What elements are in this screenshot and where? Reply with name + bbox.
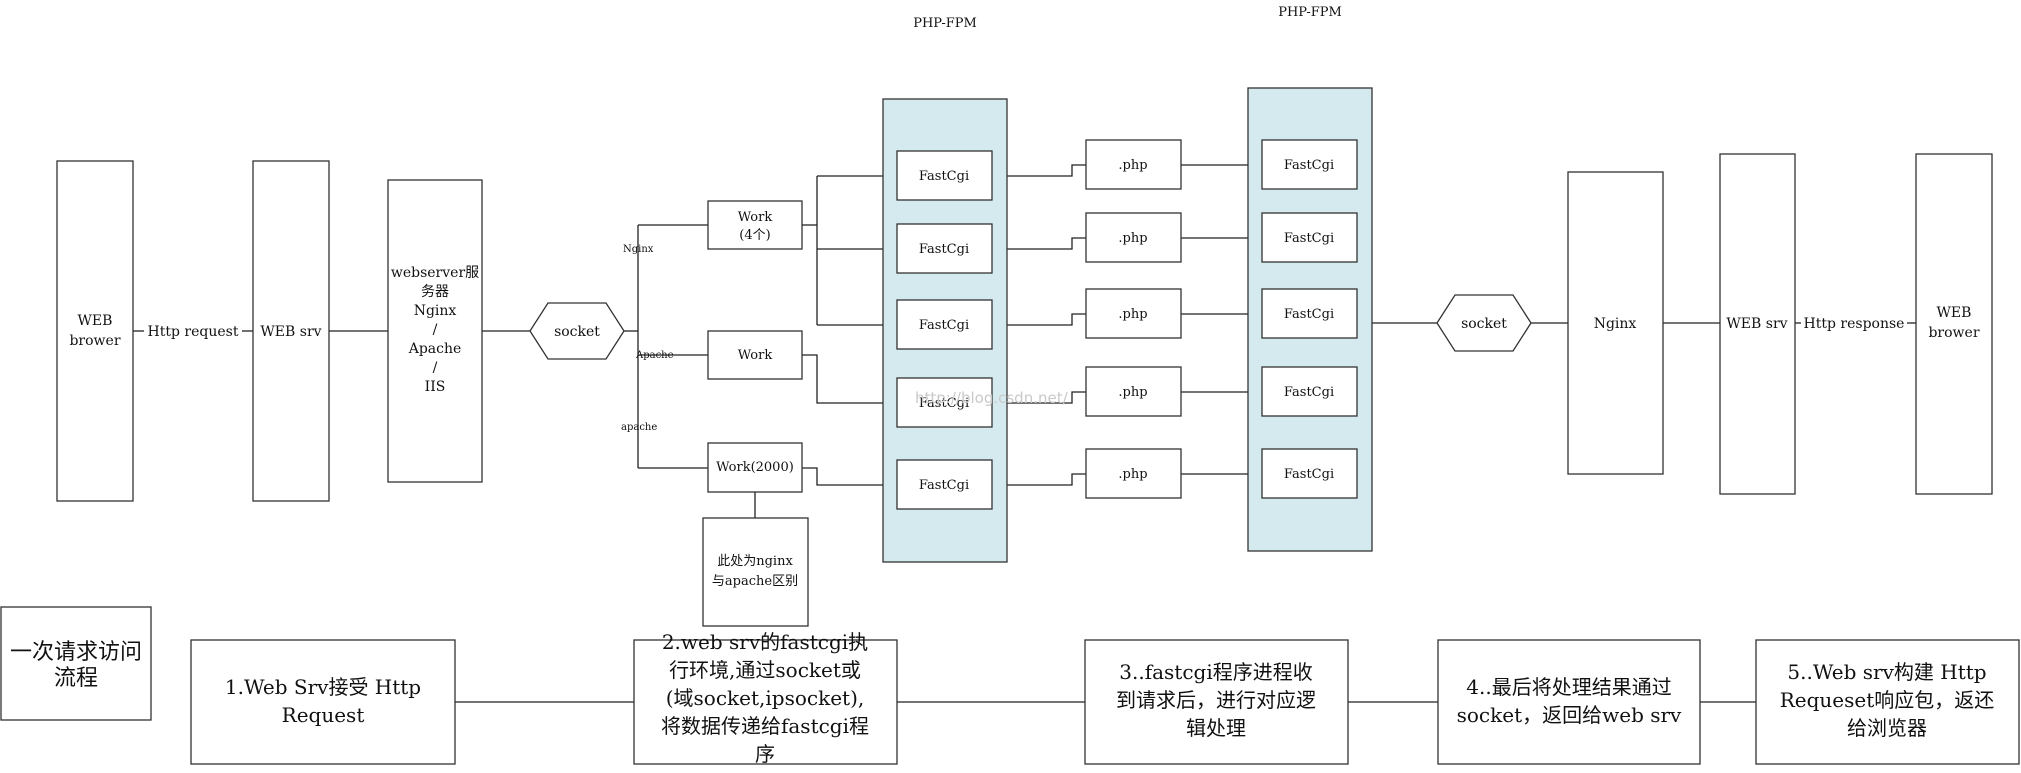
work-nginx-line2: (4个) [739, 228, 770, 243]
branch-label-apache: Apache [635, 350, 674, 361]
http-request-label: Http request [148, 324, 239, 340]
webserver-line1: webserver服 [391, 265, 479, 281]
web-srv-left [252, 160, 330, 502]
web-srv-left-label: WEB srv [260, 324, 321, 340]
nginx-right-box [1567, 171, 1664, 475]
flow-step-4-line2: socket，返回给web srv [1457, 703, 1682, 727]
php-fpm-title-right: PHP-FPM [1278, 5, 1342, 20]
fastcgi-left-3 [896, 299, 993, 350]
fastcgi-right-4-label: FastCgi [1284, 385, 1334, 400]
webserver-line4: / [433, 322, 438, 338]
flow-step-2-line4: 将数据传递给fastcgi程 [661, 714, 869, 738]
web-srv-right-label: WEB srv [1726, 316, 1787, 332]
flow-step-3-line1: 3..fastcgi程序进程收 [1119, 660, 1312, 684]
flow-title-line1: 一次请求访问 [10, 640, 142, 665]
php-box-5 [1085, 448, 1182, 499]
fastcgi-right-1 [1261, 139, 1358, 190]
flow-step-3-line2: 到请求后，进行对应逻 [1116, 688, 1316, 712]
flow-step-1-line2: Request [282, 703, 365, 727]
flow-step-2-line5: 序 [755, 742, 775, 766]
fastcgi-right-3 [1261, 288, 1358, 339]
flow-step-2 [633, 639, 898, 765]
work-nginx-line1: Work [738, 210, 773, 225]
flow-step-2-line2: 行环境,通过socket或 [669, 658, 861, 682]
web-browser-right-line2: brower [1928, 325, 1979, 341]
webserver-line6: / [433, 360, 438, 376]
web-browser-left [56, 160, 134, 502]
fastcgi-left-2 [896, 223, 993, 274]
flow-step-3 [1084, 639, 1349, 765]
fastcgi-left-3-label: FastCgi [919, 318, 969, 333]
php-box-2-label: .php [1118, 231, 1147, 246]
fastcgi-left-4-label: FastCgi [919, 396, 969, 411]
webserver-line7: IIS [425, 379, 446, 395]
socket-hexagon-left [529, 302, 625, 360]
fastcgi-left-1 [896, 150, 993, 201]
php-fpm-title-left: PHP-FPM [913, 16, 977, 31]
fastcgi-right-5 [1261, 448, 1358, 499]
fastcgi-right-3-label: FastCgi [1284, 307, 1334, 322]
flow-step-5-line1: 5..Web srv构建 Http [1787, 660, 1986, 684]
flow-step-4-line1: 4..最后将处理结果通过 [1466, 675, 1671, 699]
webserver-box [387, 179, 483, 483]
work-2000-box [707, 442, 803, 493]
webserver-line5: Apache [408, 341, 462, 357]
work-2000-label: Work(2000) [716, 460, 794, 475]
socket-hexagon-right [1436, 294, 1532, 352]
flow-title-box [0, 606, 152, 721]
fastcgi-right-4 [1261, 366, 1358, 417]
php-box-5-label: .php [1118, 467, 1147, 482]
web-browser-left-line1: WEB [78, 313, 113, 329]
flow-step-5-line3: 给浏览器 [1847, 716, 1927, 740]
socket-left-label: socket [554, 324, 600, 340]
fastcgi-left-4 [896, 377, 993, 428]
work-apache-box [707, 330, 803, 380]
php-box-1 [1085, 139, 1182, 190]
fastcgi-left-1-label: FastCgi [919, 169, 969, 184]
fastcgi-right-2-label: FastCgi [1284, 231, 1334, 246]
fastcgi-right-2 [1261, 212, 1358, 263]
flow-step-1 [190, 639, 456, 765]
http-response-label: Http response [1804, 316, 1905, 332]
web-srv-right [1719, 153, 1796, 495]
web-browser-left-line2: brower [69, 333, 120, 349]
branch-label-nginx: Nginx [623, 244, 654, 255]
flow-step-3-line3: 辑处理 [1186, 716, 1246, 740]
branch-label-apache-lower: apache [621, 422, 657, 433]
flow-title-line2: 流程 [54, 666, 98, 691]
note-box [702, 517, 809, 627]
fastcgi-right-1-label: FastCgi [1284, 158, 1334, 173]
flow-step-1-line1: 1.Web Srv接受 Http [225, 675, 421, 699]
note-line1: 此处为nginx [717, 554, 793, 569]
fastcgi-left-2-label: FastCgi [919, 242, 969, 257]
web-browser-right-line1: WEB [1937, 305, 1972, 321]
php-box-4-label: .php [1118, 385, 1147, 400]
webserver-line2: 务器 [421, 284, 449, 300]
note-line2: 与apache区别 [712, 574, 798, 589]
watermark-text: http://blog.csdn.net/ [915, 389, 1069, 407]
fastcgi-left-5-label: FastCgi [919, 478, 969, 493]
socket-right-label: socket [1461, 316, 1507, 332]
flow-step-2-line3: (域socket,ipsocket), [666, 686, 865, 710]
web-browser-right [1915, 153, 1993, 495]
fastcgi-right-5-label: FastCgi [1284, 467, 1334, 482]
flow-step-2-line1: 2.web srv的fastcgi执 [662, 630, 868, 654]
php-box-2 [1085, 212, 1182, 263]
webserver-line3: Nginx [414, 303, 457, 319]
work-apache-label: Work [738, 348, 773, 363]
flow-step-5 [1755, 639, 2020, 765]
nginx-right-label: Nginx [1594, 316, 1637, 332]
php-box-3 [1085, 288, 1182, 339]
flow-step-5-line2: Requeset响应包，返还 [1780, 688, 1995, 712]
work-nginx-box [707, 200, 803, 250]
php-box-4 [1085, 366, 1182, 417]
php-box-1-label: .php [1118, 158, 1147, 173]
php-box-3-label: .php [1118, 307, 1147, 322]
flow-step-4 [1437, 639, 1701, 765]
fastcgi-left-5 [896, 459, 993, 510]
